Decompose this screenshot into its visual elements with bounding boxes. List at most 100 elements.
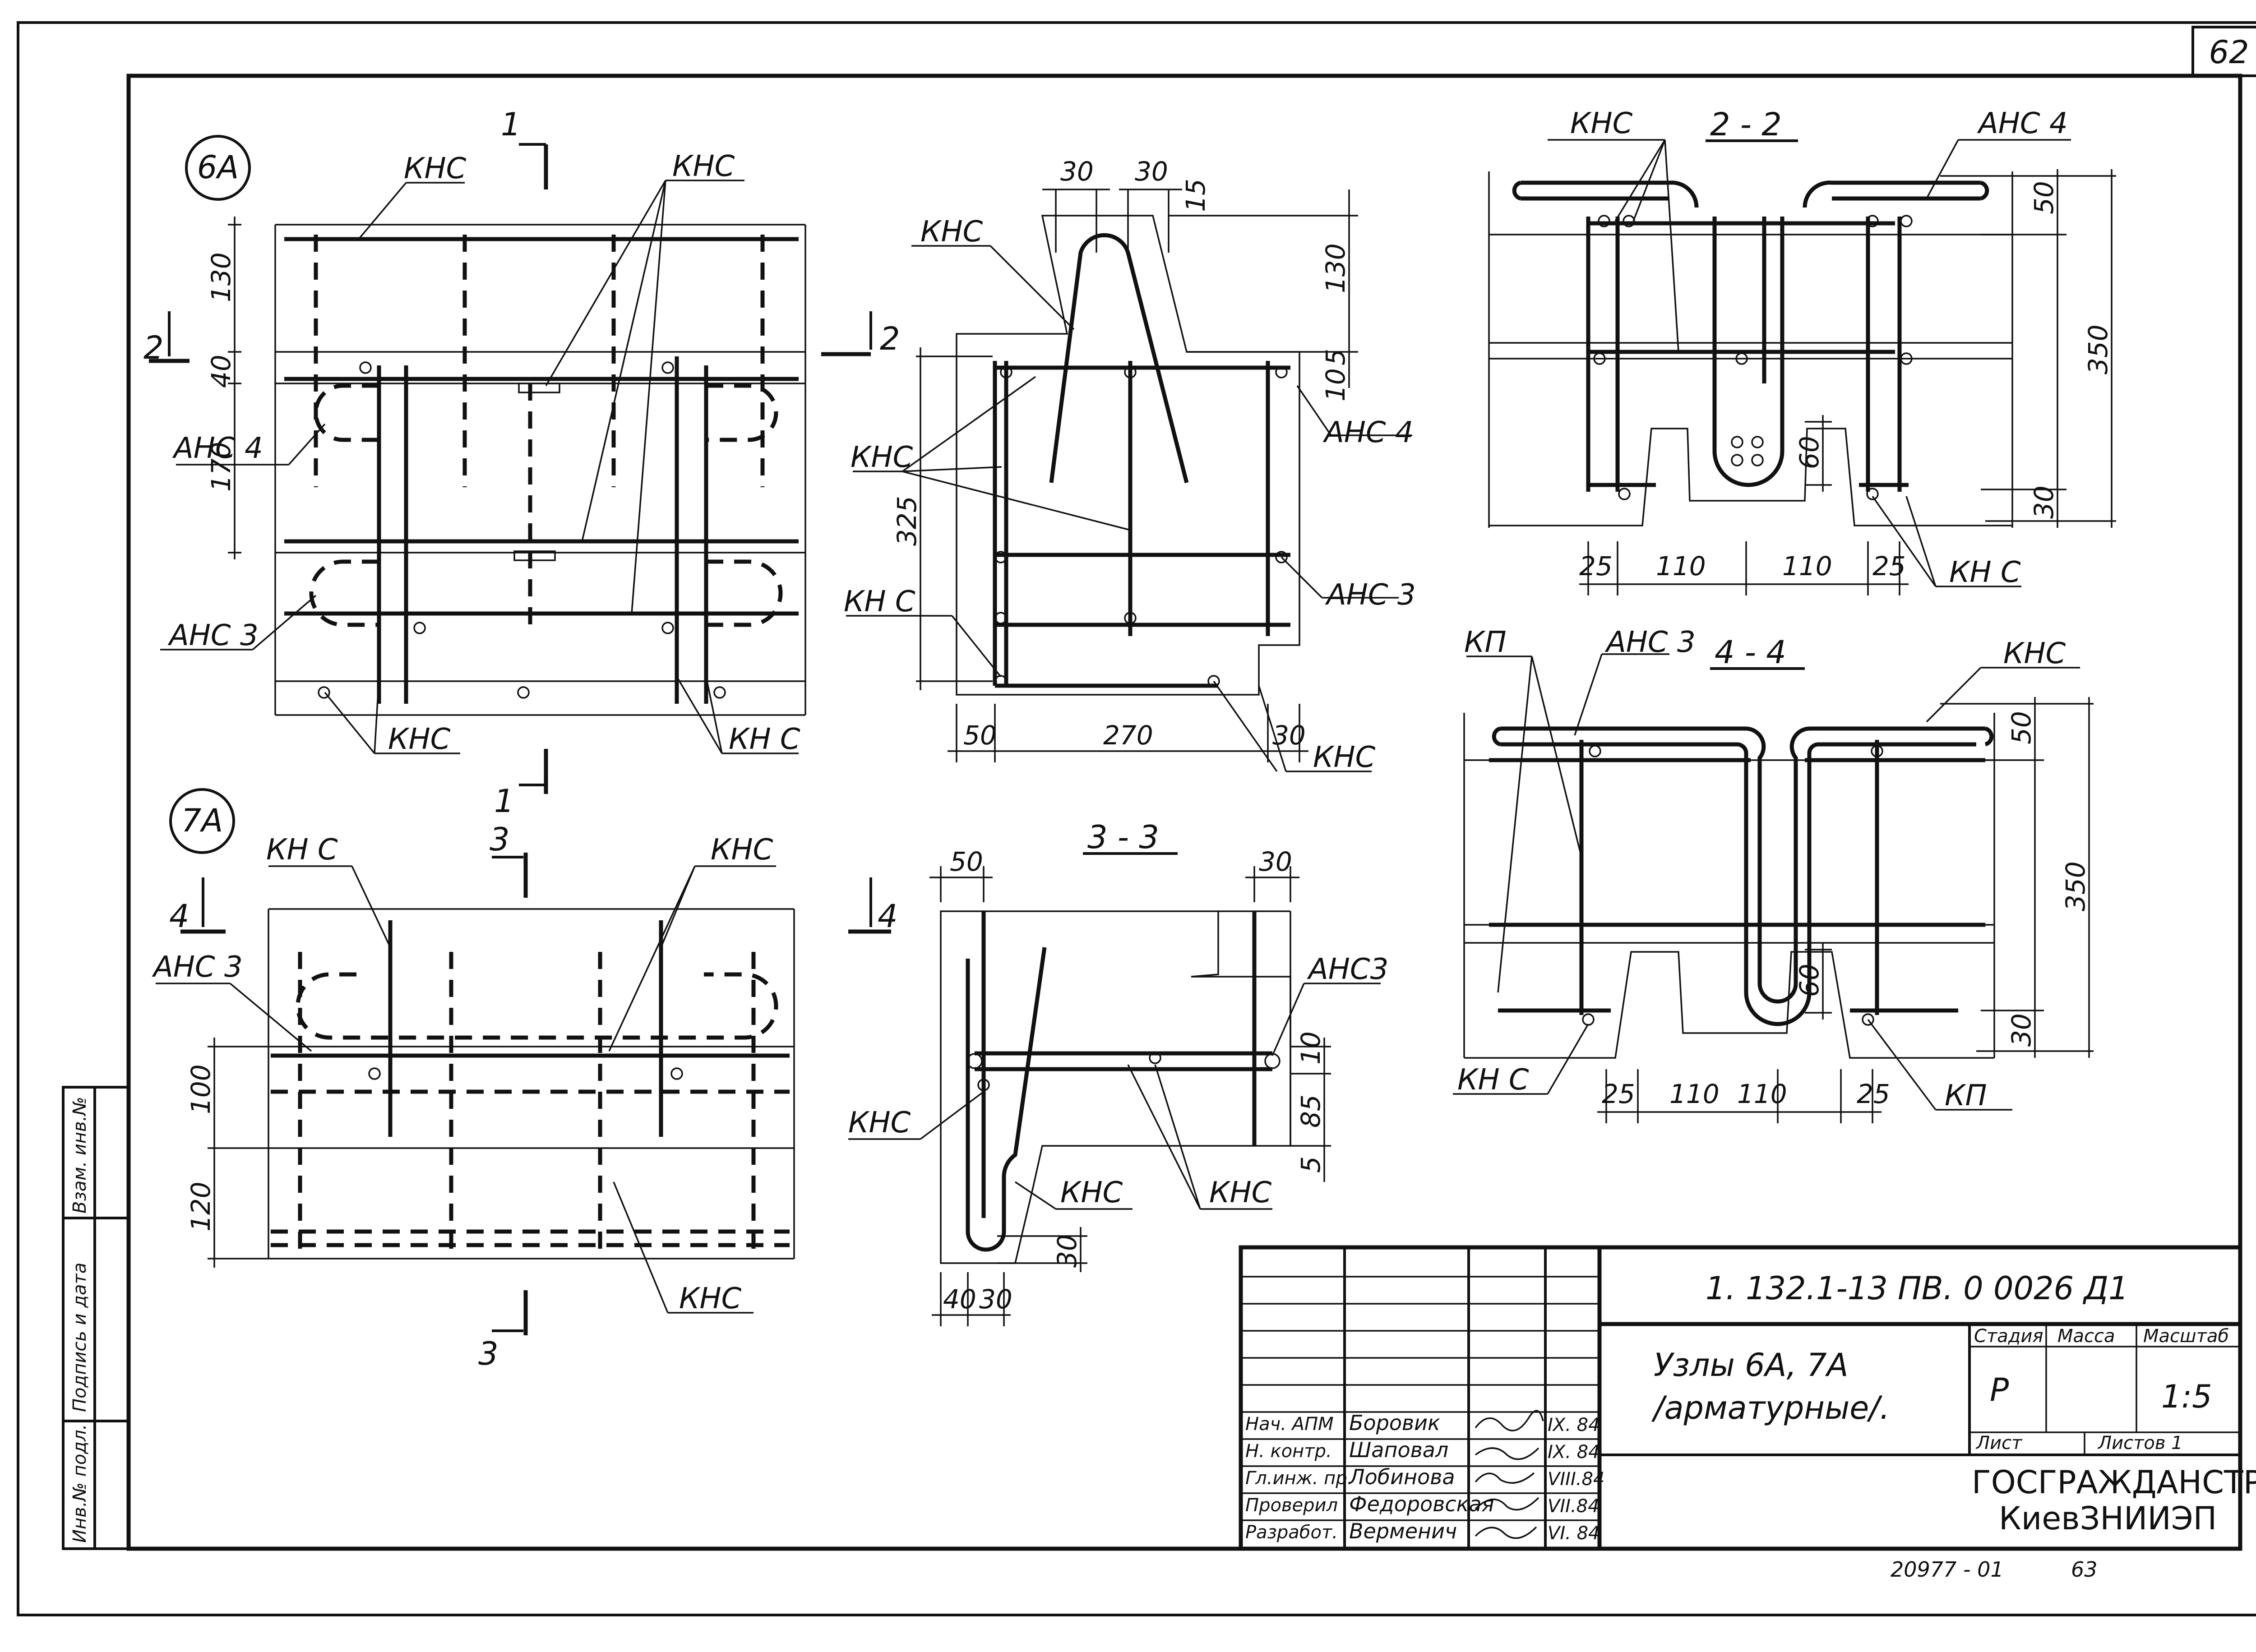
outer-frame bbox=[17, 21, 2256, 1616]
section-4-4: 4 - 4 50 350 30 60 bbox=[1453, 626, 2094, 1123]
page-number: 63 bbox=[2071, 1557, 2098, 1582]
section-3-3: 3 - 3 50 30 10 85 5 40 bbox=[848, 819, 1388, 1326]
svg-text:1: 1 bbox=[494, 783, 514, 820]
svg-text:Верменич: Верменич bbox=[1349, 1519, 1457, 1543]
svg-text:Масса: Масса bbox=[2057, 1326, 2115, 1347]
svg-text:50: 50 bbox=[950, 846, 983, 877]
svg-text:КНС: КНС bbox=[851, 441, 913, 474]
svg-text:Н. контр.: Н. контр. bbox=[1245, 1441, 1332, 1462]
svg-text:КН С: КН С bbox=[1949, 556, 2021, 589]
svg-text:КН С: КН С bbox=[266, 833, 338, 867]
org-name: ГОСГРАЖДАНСТРОЙ bbox=[1972, 1464, 2256, 1501]
svg-text:30: 30 bbox=[1259, 846, 1292, 877]
drawing-subtitle: /арматурные/. bbox=[1651, 1389, 1890, 1426]
svg-text:110: 110 bbox=[1656, 551, 1706, 581]
node-6a-view: 6А bbox=[143, 106, 806, 820]
svg-text:КНС: КНС bbox=[1313, 741, 1376, 774]
svg-text:КНС: КНС bbox=[920, 215, 983, 249]
svg-text:АНС 4: АНС 4 bbox=[1977, 107, 2068, 140]
svg-text:10: 10 bbox=[1320, 368, 1351, 401]
svg-text:АНС 4: АНС 4 bbox=[172, 432, 263, 465]
svg-text:2: 2 bbox=[880, 320, 900, 357]
svg-text:2: 2 bbox=[143, 329, 164, 366]
svg-text:15: 15 bbox=[1180, 179, 1211, 212]
svg-text:30: 30 bbox=[2006, 1013, 2037, 1047]
svg-text:Гл.инж. пр.: Гл.инж. пр. bbox=[1245, 1468, 1353, 1489]
svg-text:170: 170 bbox=[206, 442, 236, 492]
svg-text:110: 110 bbox=[1782, 551, 1832, 581]
svg-text:Разработ.: Разработ. bbox=[1245, 1522, 1338, 1543]
svg-text:IX. 84: IX. 84 bbox=[1548, 1415, 1600, 1435]
svg-text:АНС 3: АНС 3 bbox=[1604, 626, 1696, 659]
svg-text:КНС: КНС bbox=[672, 150, 735, 183]
svg-text:Стадия: Стадия bbox=[1974, 1326, 2043, 1347]
svg-text:КН С: КН С bbox=[729, 723, 800, 756]
side-stamp: Инв.№ подл. Подпись и дата Взам. инв.№ bbox=[62, 1086, 130, 1550]
svg-text:350: 350 bbox=[2083, 324, 2113, 374]
svg-text:6А: 6А bbox=[197, 149, 239, 186]
svg-text:Подпись и дата: Подпись и дата bbox=[69, 1263, 90, 1412]
svg-text:3: 3 bbox=[490, 821, 510, 858]
svg-text:3 - 3: 3 - 3 bbox=[1087, 819, 1159, 856]
svg-text:КНС: КНС bbox=[711, 833, 773, 867]
title-block: 1. 132.1-13 ПВ. 0 0026 Д1 Узлы 6А, 7А /а… bbox=[1239, 1245, 2256, 1551]
svg-text:30: 30 bbox=[2029, 485, 2059, 519]
svg-text:Р: Р bbox=[1990, 1371, 2009, 1408]
svg-text:1: 1 bbox=[501, 106, 521, 143]
svg-text:КНС: КНС bbox=[388, 723, 451, 756]
sheet-number-box bbox=[2191, 26, 2256, 77]
svg-text:КН С: КН С bbox=[1457, 1063, 1529, 1097]
svg-text:АНС3: АНС3 bbox=[1307, 953, 1388, 986]
svg-text:100: 100 bbox=[185, 1064, 216, 1114]
svg-text:VI. 84: VI. 84 bbox=[1548, 1523, 1600, 1544]
svg-text:КНС: КНС bbox=[404, 152, 467, 185]
svg-text:7А: 7А bbox=[181, 802, 223, 839]
svg-text:5: 5 bbox=[1320, 349, 1351, 365]
svg-text:КП: КП bbox=[1464, 626, 1507, 659]
svg-text:АНС 4: АНС 4 bbox=[1322, 416, 1414, 449]
svg-text:4 - 4: 4 - 4 bbox=[1715, 634, 1786, 671]
doc-code: 1. 132.1-13 ПВ. 0 0026 Д1 bbox=[1706, 1270, 2129, 1307]
svg-text:110: 110 bbox=[1669, 1079, 1720, 1109]
svg-text:25: 25 bbox=[1602, 1079, 1635, 1109]
svg-text:3: 3 bbox=[478, 1335, 499, 1372]
svg-text:КН С: КН С bbox=[844, 585, 915, 618]
svg-text:Федоровская: Федоровская bbox=[1349, 1492, 1494, 1516]
svg-text:КНС: КНС bbox=[2003, 637, 2066, 670]
svg-text:40: 40 bbox=[943, 1284, 976, 1315]
svg-text:30: 30 bbox=[1052, 1234, 1082, 1268]
svg-text:50: 50 bbox=[2029, 181, 2059, 214]
section-2-2: 2 - 2 bbox=[1488, 106, 2116, 595]
svg-text:10: 10 bbox=[1295, 1031, 1326, 1065]
section-1-1: 30 30 15 130 5 10 325 50 270 30 КНС КНС … bbox=[821, 156, 1416, 774]
archive-code: 20977 - 01 bbox=[1891, 1557, 2004, 1582]
svg-text:4: 4 bbox=[878, 898, 898, 935]
svg-text:VIII.84: VIII.84 bbox=[1548, 1469, 1604, 1490]
svg-text:Инв.№ подл.: Инв.№ подл. bbox=[69, 1424, 90, 1543]
svg-text:110: 110 bbox=[1737, 1079, 1787, 1109]
svg-text:Шаповал: Шаповал bbox=[1349, 1438, 1448, 1462]
svg-text:40: 40 bbox=[206, 355, 236, 388]
svg-text:VII.84: VII.84 bbox=[1548, 1496, 1600, 1517]
svg-text:350: 350 bbox=[2060, 861, 2091, 911]
svg-text:30: 30 bbox=[1060, 156, 1094, 187]
svg-text:60: 60 bbox=[1794, 436, 1825, 469]
svg-text:120: 120 bbox=[185, 1181, 216, 1232]
svg-text:30: 30 bbox=[979, 1284, 1012, 1315]
svg-text:АНС 3: АНС 3 bbox=[1325, 578, 1416, 612]
sheet-number: 62 bbox=[2209, 34, 2249, 71]
svg-text:КНС: КНС bbox=[1060, 1176, 1123, 1209]
svg-text:25: 25 bbox=[1857, 1079, 1890, 1109]
svg-text:25: 25 bbox=[1872, 551, 1906, 581]
svg-text:Взам. инв.№: Взам. инв.№ bbox=[69, 1097, 90, 1214]
svg-text:1:5: 1:5 bbox=[2161, 1378, 2212, 1415]
svg-text:270: 270 bbox=[1103, 720, 1153, 751]
svg-text:Нач. АПМ: Нач. АПМ bbox=[1245, 1414, 1334, 1435]
svg-text:Листов 1: Листов 1 bbox=[2097, 1433, 2183, 1454]
svg-text:85: 85 bbox=[1295, 1094, 1326, 1128]
svg-text:60: 60 bbox=[1794, 964, 1825, 997]
inner-frame bbox=[126, 74, 2242, 1551]
svg-text:325: 325 bbox=[892, 496, 922, 546]
svg-text:АНС 3: АНС 3 bbox=[152, 951, 243, 984]
